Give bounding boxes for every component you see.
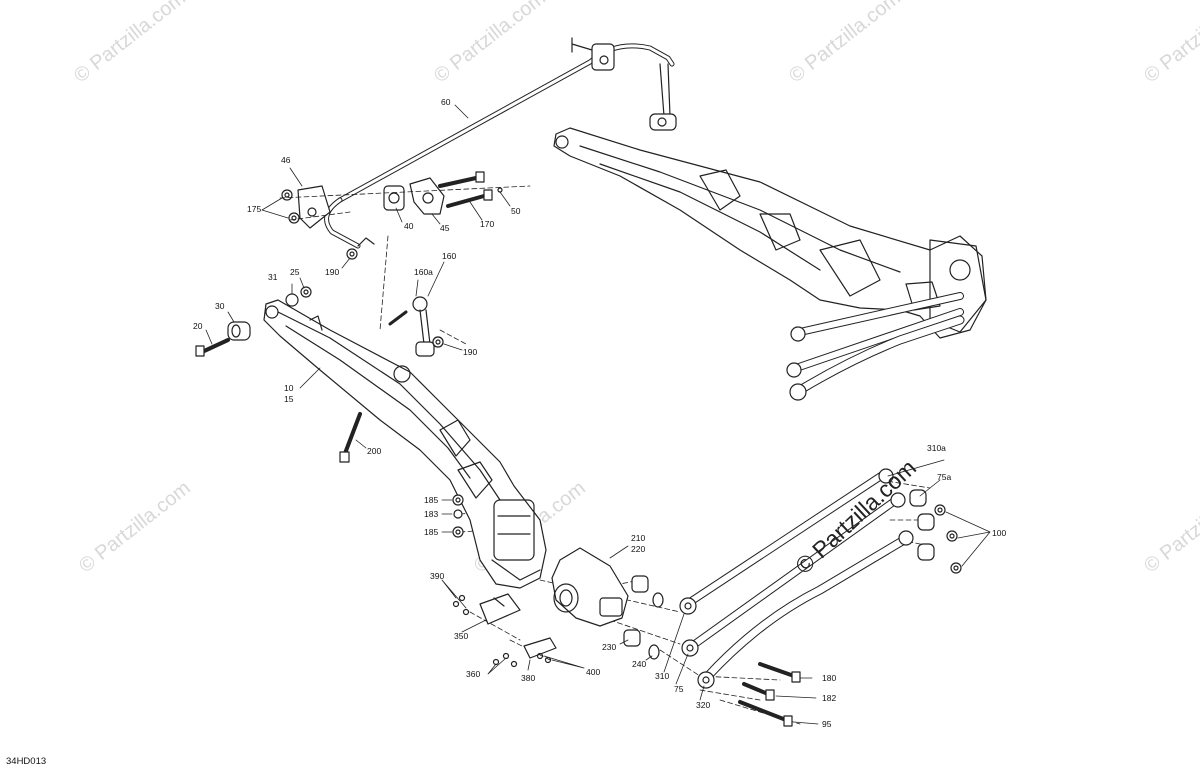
callout-label: 220 xyxy=(631,544,646,554)
callout-label: 75 xyxy=(674,684,684,694)
callout-label: 46 xyxy=(281,155,291,165)
callout-label: 390 xyxy=(430,571,445,581)
nut xyxy=(432,336,444,348)
trailing-arm-left xyxy=(263,299,547,589)
leader-lines xyxy=(205,104,991,725)
callout-label: 310a xyxy=(927,443,946,453)
trailing-arm-right-assembly xyxy=(553,127,987,401)
callout-label: 160a xyxy=(414,267,433,277)
callout-label: 200 xyxy=(367,446,382,456)
callout-label: 400 xyxy=(586,667,601,677)
knuckle xyxy=(551,547,629,627)
callout-label: 180 xyxy=(822,673,837,683)
callout-label: 230 xyxy=(602,642,617,652)
callout-label: 350 xyxy=(454,631,469,641)
callout-label: 20 xyxy=(193,321,203,331)
bolt xyxy=(438,171,503,208)
callout-label: 182 xyxy=(822,693,837,703)
callout-label: 185 xyxy=(424,495,439,505)
callout-label: 185 xyxy=(424,527,439,537)
callout-label: 175 xyxy=(247,204,262,214)
callout-label: 100 xyxy=(992,528,1007,538)
nut xyxy=(452,494,464,538)
callout-label: 25 xyxy=(290,267,300,277)
bushing xyxy=(383,185,405,211)
nut xyxy=(934,504,962,574)
bushing xyxy=(623,575,664,660)
callout-label: 210 xyxy=(631,533,646,543)
callout-label: 75a xyxy=(937,472,952,482)
callout-label: 60 xyxy=(441,97,451,107)
callout-label: 183 xyxy=(424,509,439,519)
clamp xyxy=(409,177,445,215)
control-rod xyxy=(679,468,894,615)
control-rod xyxy=(681,492,906,657)
callout-label: 310 xyxy=(655,671,670,681)
callout-label: 95 xyxy=(822,719,832,729)
callout-label: 50 xyxy=(511,206,521,216)
bolt xyxy=(339,412,362,463)
callout-label: 380 xyxy=(521,673,536,683)
callout-label: 15 xyxy=(284,394,294,404)
callout-label: 45 xyxy=(440,223,450,233)
callout-label: 190 xyxy=(463,347,478,357)
sway-bar-link-upper xyxy=(649,63,677,131)
plate xyxy=(492,637,557,668)
callout-label: 240 xyxy=(632,659,647,669)
callout-label: 190 xyxy=(325,267,340,277)
nut xyxy=(346,237,375,260)
callout-label: 320 xyxy=(696,700,711,710)
bolt xyxy=(738,662,801,727)
callout-label: 10 xyxy=(284,383,294,393)
bracket xyxy=(452,593,521,625)
callout-label: 40 xyxy=(404,221,414,231)
sway-bar xyxy=(324,37,675,249)
callout-label: 30 xyxy=(215,301,225,311)
bushing xyxy=(195,321,251,357)
bushing xyxy=(909,489,935,561)
diagram-code: 34HD013 xyxy=(6,756,47,767)
control-rod xyxy=(697,530,914,689)
callout-label: 170 xyxy=(480,219,495,229)
nut xyxy=(281,189,300,224)
callout-label: 160 xyxy=(442,251,457,261)
callout-label: 31 xyxy=(268,272,278,282)
callout-label: 360 xyxy=(466,669,481,679)
sway-bar-link-lower xyxy=(388,296,444,357)
washer xyxy=(285,286,312,307)
